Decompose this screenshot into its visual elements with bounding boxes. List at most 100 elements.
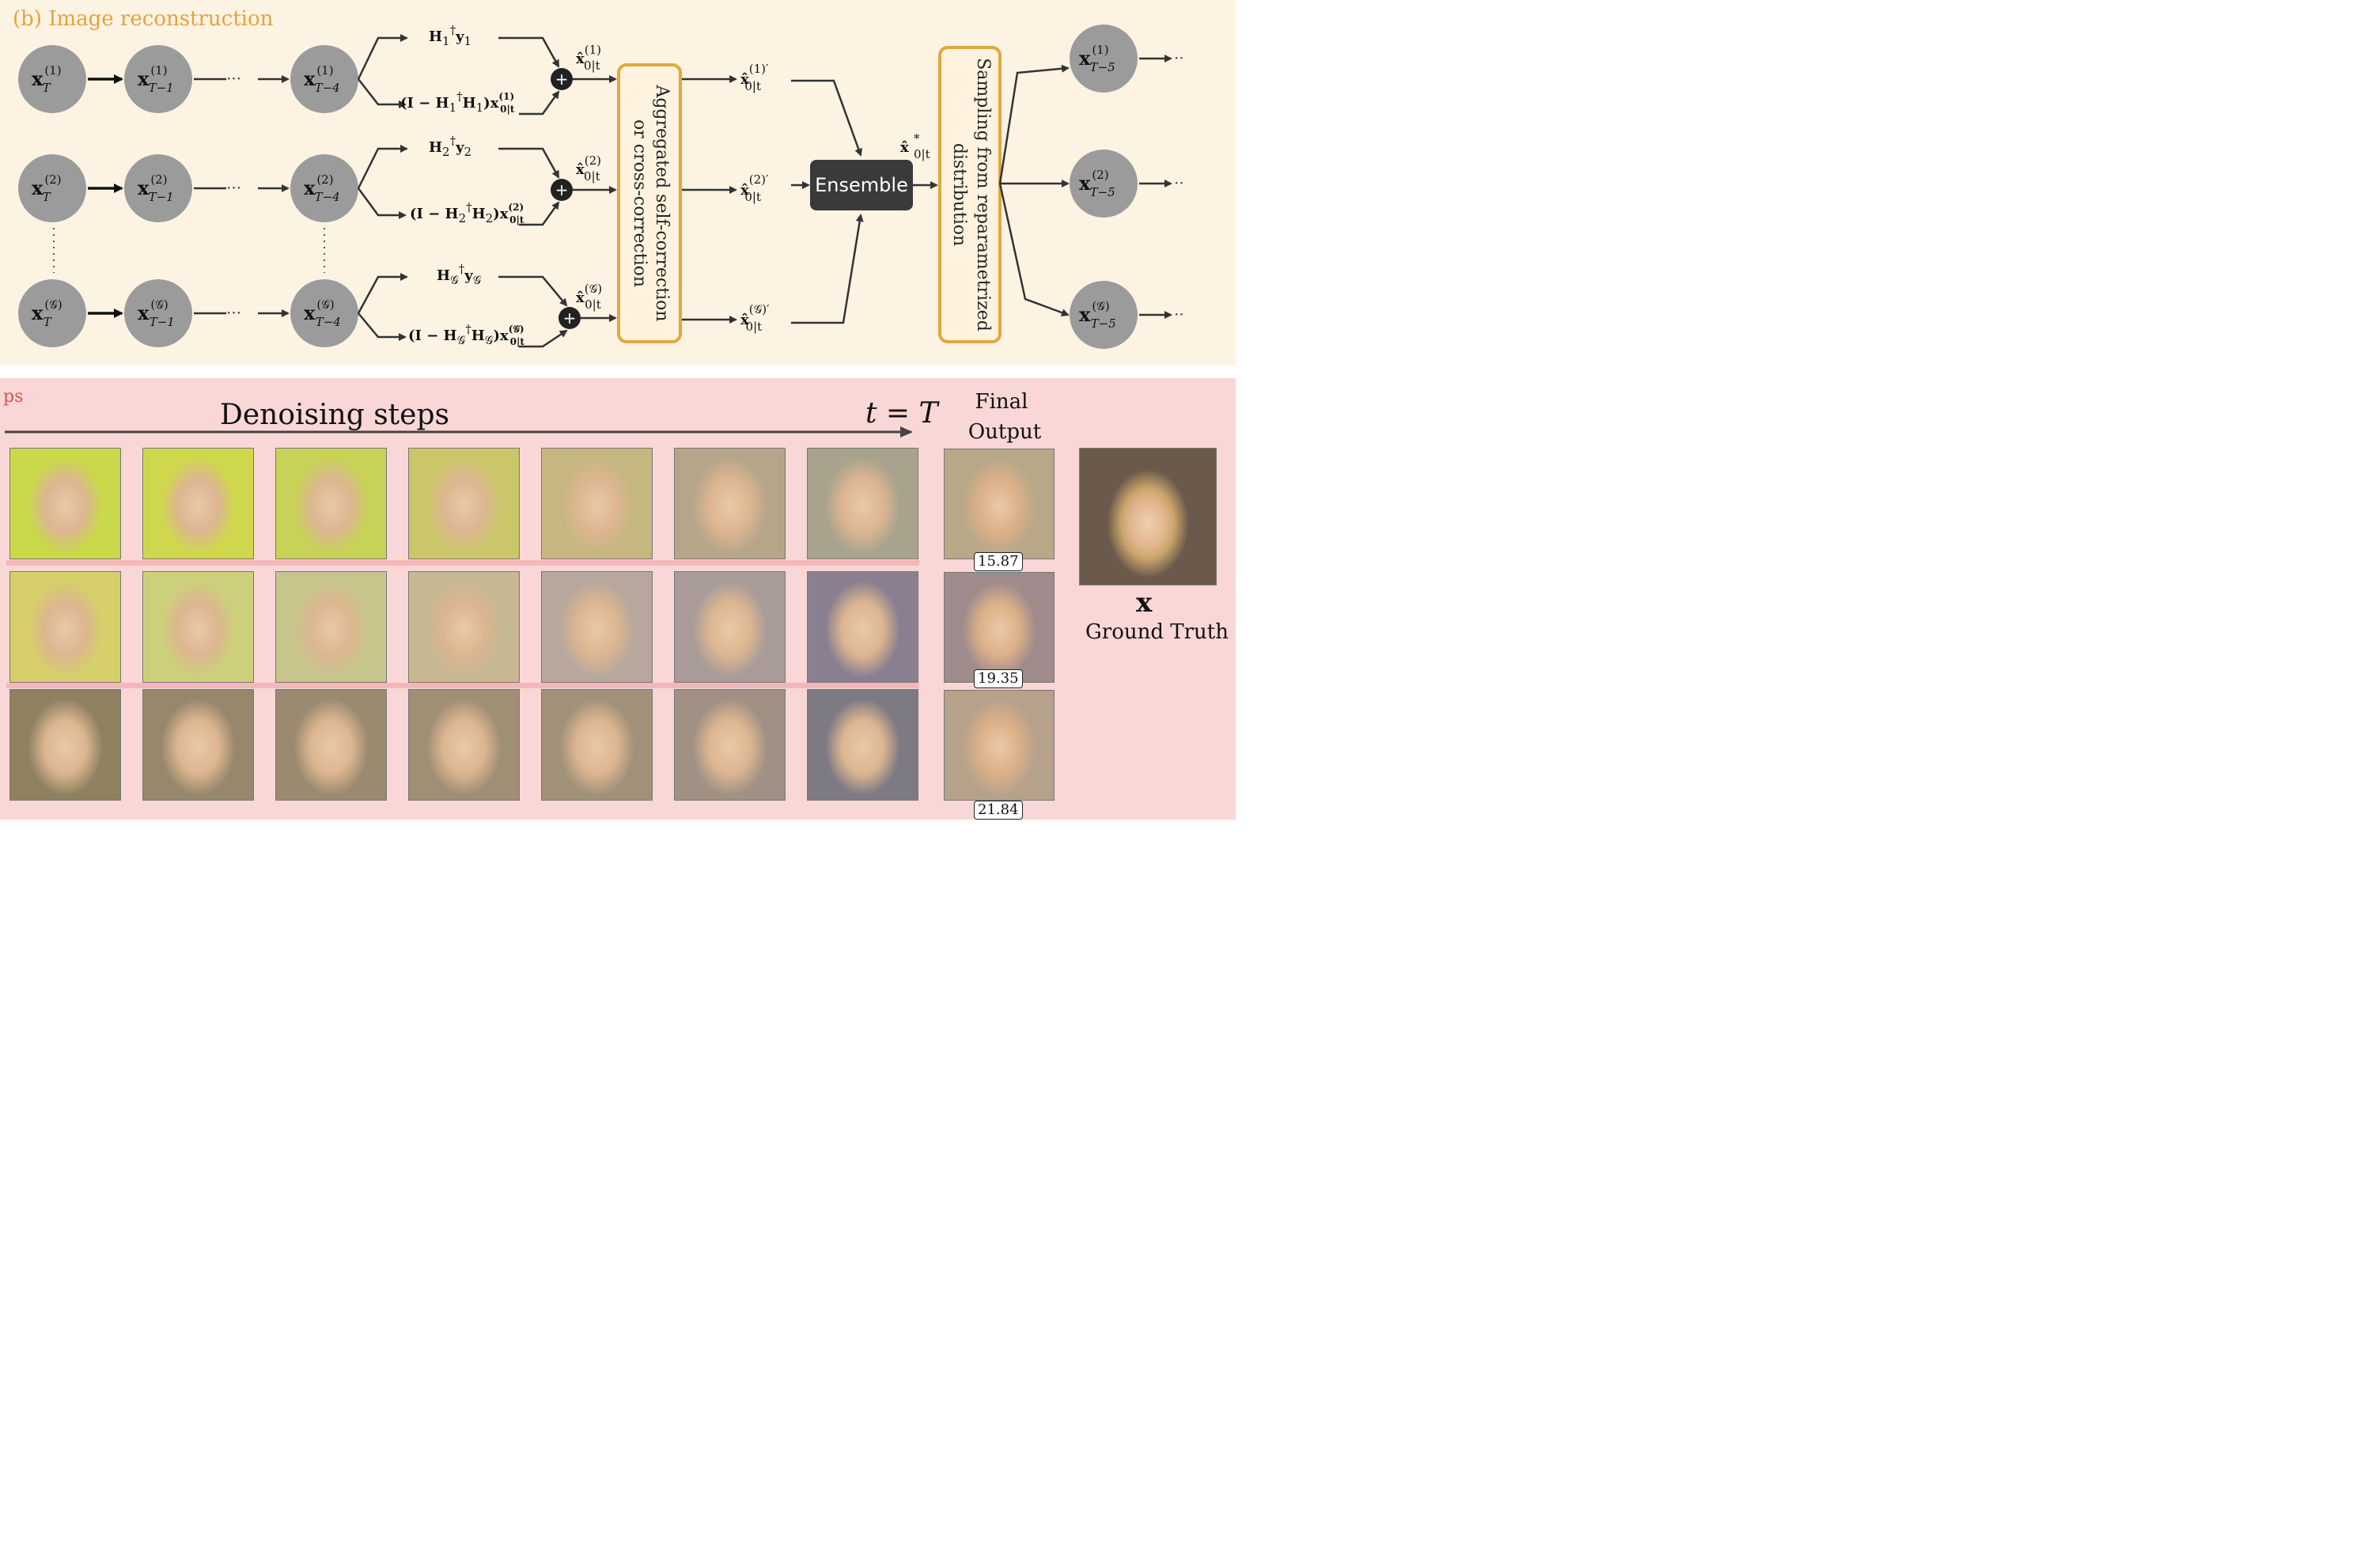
node-x-2-1 <box>124 154 192 222</box>
denoising-face-2-2 <box>142 571 254 683</box>
denoising-steps-label: Denoising steps <box>220 399 449 431</box>
output-node-2 <box>1070 150 1138 218</box>
plus-icon: + <box>555 180 569 199</box>
ensemble-box <box>810 160 913 210</box>
null-space-term: (I − H1†H1)x(1)0|t <box>400 89 515 115</box>
node-x-2-2 <box>290 154 358 222</box>
to-sum-top <box>498 36 560 68</box>
denoising-face-1-2 <box>142 448 254 559</box>
denoising-face-1-7 <box>807 448 918 559</box>
node-x-1-1 <box>124 45 192 113</box>
final-output-line-2: Output <box>968 420 1042 444</box>
row-separator <box>6 560 919 566</box>
to-sum-bottom <box>519 201 560 226</box>
denoising-face-3-7 <box>807 689 918 801</box>
ensemble-in-1 <box>791 79 862 157</box>
denoising-header: ps Denoising steps t = T Final Output <box>3 387 1042 444</box>
null-space-term: (I − H𝒢†H𝒢)x(𝒢)0|t <box>408 322 524 347</box>
node-x-3-2 <box>290 279 358 347</box>
ensemble-label: Ensemble <box>815 174 908 196</box>
output-ellipsis: ·· <box>1174 173 1184 192</box>
pseudo-inverse-term: H1†y1 <box>429 23 471 48</box>
pseudo-inverse-term: H𝒢†y𝒢 <box>437 262 482 287</box>
denoising-face-3-6 <box>674 689 786 801</box>
svg-text:x̂: x̂ <box>900 139 909 156</box>
panel-b-title: (b) Image reconstruction <box>13 7 274 31</box>
denoising-face-1-4 <box>408 448 520 559</box>
sampling-line-1: Sampling from reparametrized <box>973 58 993 331</box>
partial-panel-label: ps <box>3 387 23 407</box>
x-hat-label: x̂(𝒢)0|t <box>576 282 602 312</box>
x-hat-label: x̂(2)0|t <box>576 153 601 184</box>
output-ellipsis: ·· <box>1174 305 1184 324</box>
denoising-face-1-3 <box>275 448 387 559</box>
sampling-arrow-G <box>998 183 1070 316</box>
psnr-score-3: 21.84 <box>974 801 1023 820</box>
null-space-term: (I − H2†H2)x(2)0|t <box>410 200 524 225</box>
ground-truth-label: Ground Truth <box>1085 620 1229 644</box>
final-output-face-2 <box>944 572 1055 683</box>
ellipsis: ··· <box>226 69 241 88</box>
output-node-1 <box>1070 25 1138 93</box>
ellipsis: ··· <box>226 178 241 197</box>
svg-text:*: * <box>914 131 920 146</box>
final-output-face-3 <box>944 690 1055 801</box>
to-sum-bottom <box>519 329 568 348</box>
denoising-face-1-6 <box>674 448 786 559</box>
node-x-3-1 <box>124 279 192 347</box>
to-sum-bottom <box>519 90 560 116</box>
plus-icon: + <box>555 70 569 89</box>
denoising-face-1-5 <box>541 448 653 559</box>
ground-truth-image <box>1079 448 1217 585</box>
output-ellipsis: ·· <box>1174 48 1184 67</box>
x-hat-label: x̂(1)0|t <box>576 43 601 73</box>
aggregated-correction-box <box>617 63 682 343</box>
sampling-arrow-1 <box>998 64 1070 184</box>
sum-icon <box>551 68 573 90</box>
aggregated-line-1: Aggregated self-correction <box>652 84 672 321</box>
branch-bottom <box>358 312 407 341</box>
ensemble-in-G <box>791 214 864 324</box>
pseudo-inverse-term: H2†y2 <box>429 134 471 159</box>
denoising-face-3-4 <box>408 689 520 801</box>
denoising-face-2-7 <box>807 571 918 683</box>
node-x-1-0 <box>18 45 86 113</box>
to-sum-top <box>498 275 568 307</box>
branch-bottom <box>357 187 407 219</box>
psnr-score-1: 15.87 <box>974 552 1023 571</box>
t-equals-T-label: t = T <box>865 397 941 430</box>
plus-icon: + <box>563 309 577 328</box>
final-output-face-1 <box>944 449 1055 559</box>
branch-top <box>357 145 408 189</box>
branch-top <box>357 34 408 80</box>
branch-top <box>357 273 408 314</box>
node-x-1-2 <box>290 45 358 113</box>
sum-icon <box>559 307 581 329</box>
node-x-3-0 <box>18 279 86 347</box>
denoising-face-2-1 <box>9 571 121 683</box>
final-output-line-1: Final <box>975 390 1028 414</box>
node-x-2-0 <box>18 154 86 222</box>
x-hat-prime-label: x̂(1)′0|t <box>740 62 769 93</box>
denoising-face-3-3 <box>275 689 387 801</box>
denoising-face-2-4 <box>408 571 520 683</box>
denoising-face-2-5 <box>541 571 653 683</box>
denoising-face-2-6 <box>674 571 786 683</box>
sampling-box <box>938 46 1002 343</box>
denoising-face-3-1 <box>9 689 121 801</box>
ground-truth-symbol: x <box>1136 587 1153 619</box>
denoising-face-1-1 <box>9 448 121 559</box>
sum-icon <box>551 179 573 201</box>
to-sum-top <box>498 147 560 179</box>
sampling-line-2: distribution <box>949 143 969 246</box>
aggregated-line-2: or cross-correction <box>630 119 649 287</box>
x-hat-prime-label: x̂(2)′0|t <box>740 172 769 204</box>
x-hat-star-label: x̂ * 0|t <box>900 131 930 161</box>
ellipsis: ··· <box>226 303 241 322</box>
x-hat-prime-label: x̂(𝒢)′0|t <box>740 302 770 334</box>
psnr-score-2: 19.35 <box>974 669 1023 688</box>
row-separator <box>6 683 919 688</box>
denoising-face-2-3 <box>275 571 387 683</box>
